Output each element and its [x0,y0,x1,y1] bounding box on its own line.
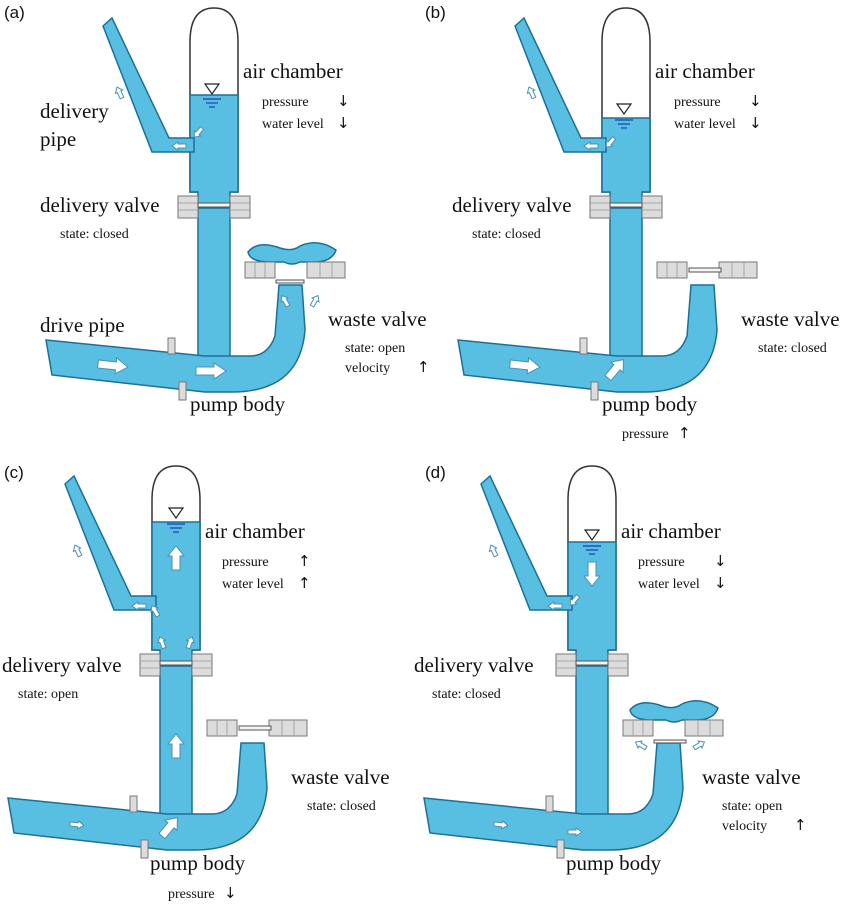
pressure-trend-symbol: ↓ [749,92,762,110]
air-chamber-label: air chamber [243,59,343,83]
panel-label-c: (c) [4,463,24,482]
pump-apparatus-a [45,7,346,401]
waste-valve-state: state: open [345,341,405,356]
water-level-marker [167,507,185,520]
flow-arrow [486,542,501,559]
water-level-marker [615,103,633,116]
delivery-valve-label: delivery valve [414,653,534,677]
velocity-trend-symbol: ↑ [794,816,807,834]
delivery-valve-state: state: closed [432,687,501,702]
pump-apparatus-c [7,465,308,859]
water-level-trend-symbol: ↓ [749,114,762,132]
waste-valve-disc [688,267,722,273]
drive-pipe-label: drive pipe [40,313,125,337]
waste-valve-disc [238,725,272,731]
waste-valve-disc [653,739,687,744]
pressure-label: pressure [262,95,309,110]
water-level-marker [203,83,221,96]
flow-arrow [691,738,707,752]
delivery-valve-state: state: closed [472,227,541,242]
pressure-trend-symbol: ↓ [337,92,350,110]
delivery-valve-label: delivery valve [452,193,572,217]
water-level-trend-symbol: ↓ [337,114,350,132]
water-level-label: water level [222,577,284,592]
water-level-trend-symbol: ↑ [298,574,311,592]
flow-arrow [70,542,85,559]
delivery-pipe-label: pipe [40,127,76,151]
air-chamber-label: air chamber [655,59,755,83]
delivery-valve-label: delivery valve [40,193,160,217]
waste-valve-state: state: open [722,799,782,814]
pump-body-pressure-trend-symbol: ↑ [678,424,691,442]
pump-body-label: pump body [190,392,286,416]
panel-d: (d) air chamber pressure ↓ water l [414,463,807,875]
panel-a: (a) air chamber press [4,3,430,416]
pump-apparatus-b [457,7,758,401]
waste-valve-disc [275,279,305,284]
air-chamber-label: air chamber [205,519,305,543]
air-chamber-label: air chamber [621,519,721,543]
waste-valve-state: state: closed [307,799,376,814]
waste-valve-label: waste valve [328,307,427,331]
waste-valve-label: waste valve [702,765,801,789]
flow-arrow [524,84,539,101]
pressure-label: pressure [222,555,269,570]
panel-c: (c) air chamber pressure ↑ water l [2,463,390,902]
pump-body-pressure-label: pressure [168,887,215,902]
pump-body-label: pump body [566,851,662,875]
waste-valve-label: waste valve [291,765,390,789]
pump-body-pressure-label: pressure [622,427,669,442]
pump-body-label: pump body [602,392,698,416]
pressure-trend-symbol: ↑ [298,552,311,570]
water-level-marker [583,529,601,542]
pressure-trend-symbol: ↓ [714,552,727,570]
pump-body-label: pump body [150,851,246,875]
waste-valve-state: state: closed [758,341,827,356]
panel-b: (b) air chamber pressure ↓ water level ↓… [425,3,840,442]
delivery-valve-state: state: closed [60,227,129,242]
pump-apparatus-d [423,465,724,859]
delivery-valve-state: state: open [18,687,78,702]
water-level-trend-symbol: ↓ [714,574,727,592]
panel-label-a: (a) [4,3,25,22]
waste-valve-label: waste valve [741,307,840,331]
velocity-trend-symbol: ↑ [417,358,430,376]
delivery-pipe-label: delivery [40,99,109,123]
delivery-valve-label: delivery valve [2,653,122,677]
water-level-label: water level [262,117,324,132]
flow-arrow [112,84,127,101]
panel-label-b: (b) [425,3,446,22]
flow-arrow [633,738,649,752]
panel-label-d: (d) [425,463,446,482]
velocity-label: velocity [722,819,767,834]
water-level-label: water level [674,117,736,132]
pressure-label: pressure [638,555,685,570]
pressure-label: pressure [674,95,721,110]
pump-body-pressure-trend-symbol: ↓ [224,884,237,902]
water-level-label: water level [638,577,700,592]
flow-arrow [308,293,322,309]
velocity-label: velocity [345,361,390,376]
